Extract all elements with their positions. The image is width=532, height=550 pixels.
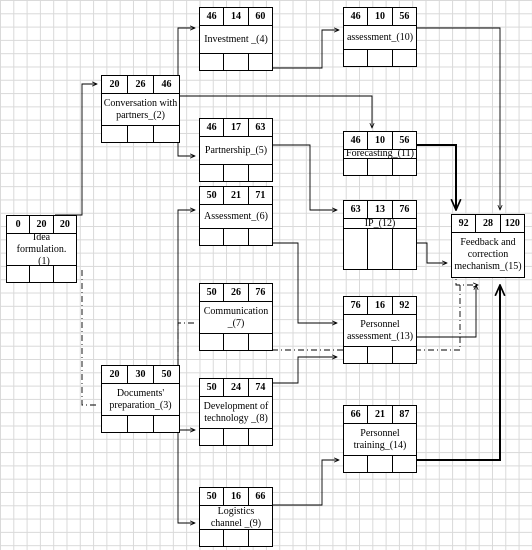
early-start: 50 <box>200 187 225 204</box>
activity-label: Conversation with partners_(2) <box>103 97 178 121</box>
critical-link-14-15 <box>416 285 500 461</box>
duration: 20 <box>30 216 54 233</box>
early-start: 46 <box>200 119 225 136</box>
activity-label: Assessment_(6) <box>204 210 268 222</box>
activity-label: Forecasting_(11) <box>346 148 414 159</box>
duration: 13 <box>368 201 393 218</box>
early-start: 46 <box>200 8 225 25</box>
early-start: 50 <box>200 488 225 505</box>
activity-label: Investment _(4) <box>204 33 268 45</box>
duration: 26 <box>224 284 249 301</box>
duration: 24 <box>224 379 249 396</box>
early-start: 20 <box>102 366 128 383</box>
link-13-15 <box>416 285 476 338</box>
duration: 10 <box>368 8 393 25</box>
link-3-6 <box>177 210 195 400</box>
early-finish: 20 <box>59 219 70 230</box>
early-start: 50 <box>200 379 225 396</box>
link-4-10 <box>272 30 339 69</box>
early-finish: 63 <box>255 122 266 133</box>
activity-label: Logistics channel _(9) <box>210 505 262 529</box>
duration: 16 <box>368 297 393 314</box>
activity-label: Personnel training_(14) <box>353 427 407 451</box>
duration: 10 <box>368 132 393 149</box>
early-finish: 87 <box>399 409 410 420</box>
early-start: 63 <box>344 201 369 218</box>
link-3-8 <box>177 400 195 430</box>
early-start: 46 <box>344 8 369 25</box>
activity-label: Idea formulation. _(1) <box>16 231 67 267</box>
early-finish: 120 <box>504 218 520 229</box>
activity-label: assessment_(10) <box>346 31 414 43</box>
duration: 30 <box>128 366 154 383</box>
early-finish: 46 <box>161 79 172 90</box>
early-start: 76 <box>344 297 369 314</box>
early-start: 50 <box>200 284 225 301</box>
link-12-15 <box>416 242 447 263</box>
early-finish: 56 <box>399 135 410 146</box>
activity-label: Partnership_(5) <box>204 144 268 156</box>
duration: 21 <box>224 187 249 204</box>
critical-link-11-15 <box>416 144 456 210</box>
early-finish: 74 <box>255 382 266 393</box>
activity-label: Development of technology _(8) <box>203 400 269 424</box>
duration: 28 <box>476 215 501 232</box>
activity-label: Communication _(7) <box>203 305 269 329</box>
duration: 21 <box>368 406 393 423</box>
link-5-12 <box>272 144 337 210</box>
early-finish: 76 <box>255 287 266 298</box>
link-3-7-dashdot <box>81 270 97 406</box>
early-finish: 56 <box>399 11 410 22</box>
link-2-11 <box>178 95 372 128</box>
link-8-13 <box>272 357 337 384</box>
early-start: 0 <box>7 216 31 233</box>
activity-label: IP_(12) <box>364 217 396 229</box>
link-2-5 <box>177 110 195 156</box>
activity-label: Documents' preparation_(3) <box>109 387 172 411</box>
link-2-4 <box>177 28 195 90</box>
link-3-9 <box>177 430 195 523</box>
link-6-13 <box>272 242 337 323</box>
early-start: 46 <box>344 132 369 149</box>
early-finish: 50 <box>161 369 172 380</box>
early-start: 20 <box>102 76 128 93</box>
duration: 26 <box>128 76 154 93</box>
link-9-14 <box>272 460 339 506</box>
early-finish: 71 <box>255 190 266 201</box>
duration: 16 <box>224 488 249 505</box>
activity-label: Feedback and correction mechanism_(15) <box>454 236 522 272</box>
link-10-15 <box>416 27 500 210</box>
link-1-2 <box>55 84 97 216</box>
early-finish: 92 <box>399 300 410 311</box>
early-finish: 76 <box>399 204 410 215</box>
duration: 14 <box>224 8 249 25</box>
early-start: 92 <box>452 215 477 232</box>
activity-label: Personnel assessment_(13) <box>346 318 414 342</box>
early-finish: 60 <box>255 11 266 22</box>
early-start: 66 <box>344 406 369 423</box>
duration: 17 <box>224 119 249 136</box>
early-finish: 66 <box>255 491 266 502</box>
